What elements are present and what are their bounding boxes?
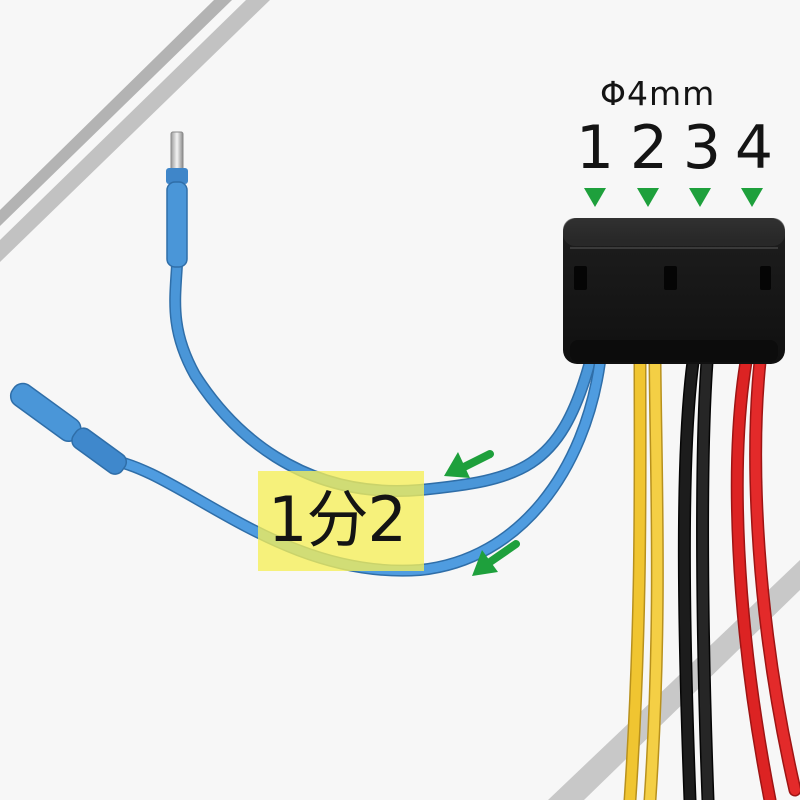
wire-number-2: 2 <box>629 113 669 183</box>
wire-number-3: 3 <box>682 113 722 183</box>
split-label: 1分2 <box>268 483 407 556</box>
wire-number-4: 4 <box>734 113 774 183</box>
lower-blue-terminal <box>9 382 128 475</box>
corner-fill-top-left <box>0 0 214 210</box>
split-highlight-box <box>258 471 424 571</box>
black-wires <box>677 355 715 800</box>
connector-body <box>563 218 785 364</box>
down-triangle-arrow-icon <box>689 188 711 207</box>
wire-position-markers <box>584 188 763 207</box>
down-triangle-arrow-icon <box>637 188 659 207</box>
diagonal-arrow-icon <box>444 450 494 478</box>
upper-blue-terminal <box>166 131 188 268</box>
diameter-label: Φ4mm <box>600 74 716 113</box>
red-wires <box>730 355 800 800</box>
split-arrows <box>444 450 520 576</box>
down-triangle-arrow-icon <box>741 188 763 207</box>
yellow-wires <box>623 355 664 800</box>
wire-number-1: 1 <box>575 113 615 183</box>
down-triangle-arrow-icon <box>584 188 606 207</box>
diagonal-arrow-icon <box>472 540 520 576</box>
